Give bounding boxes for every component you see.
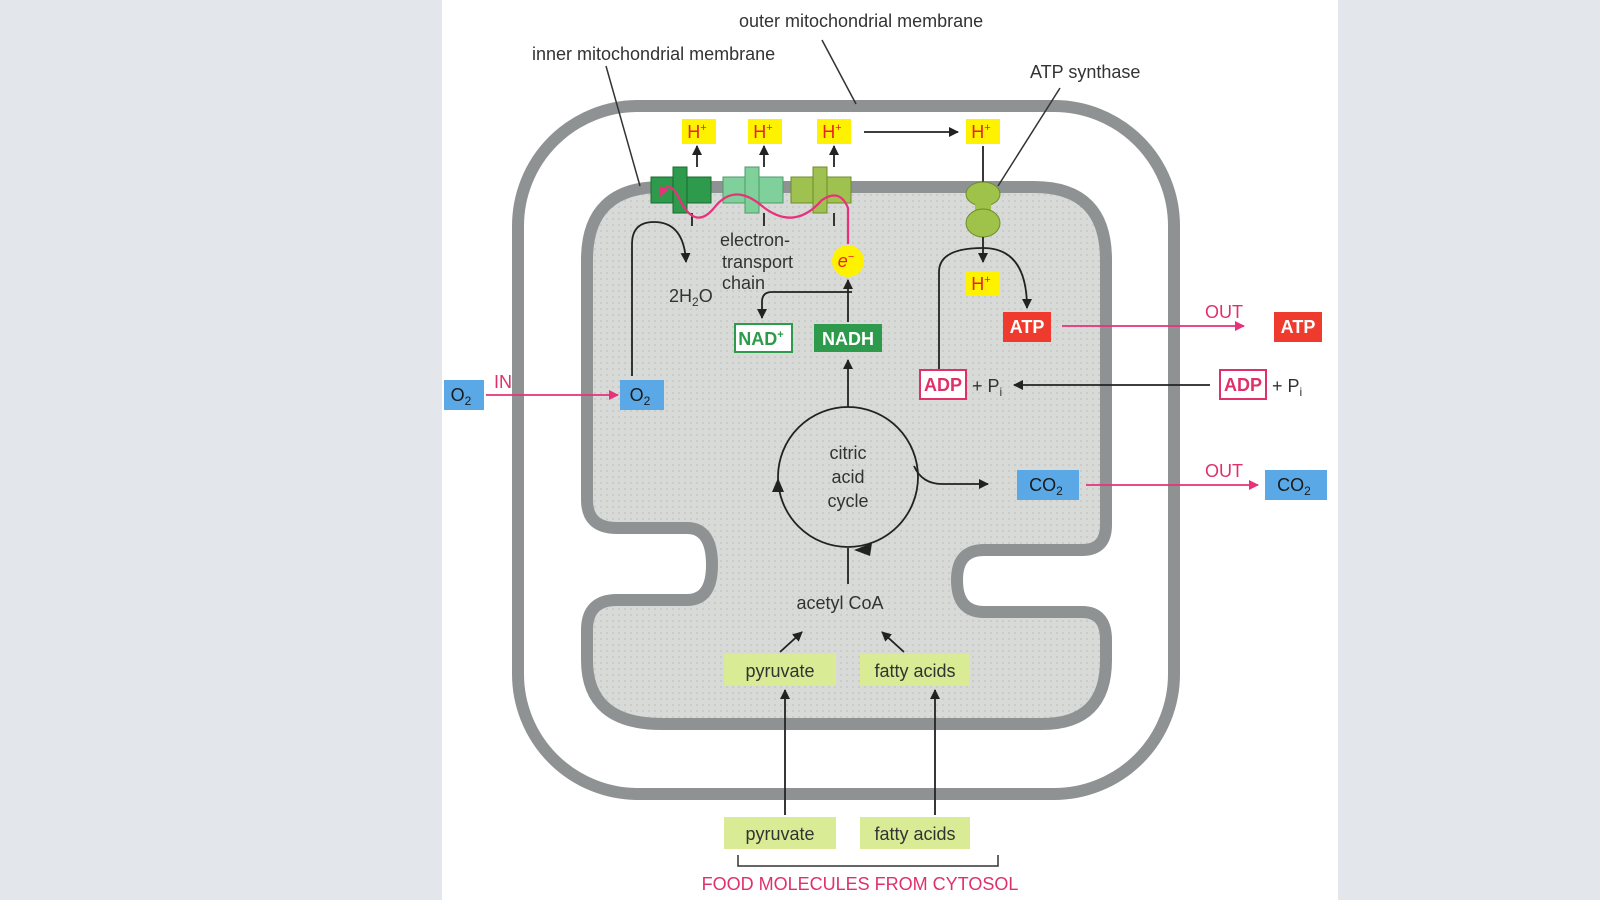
food-caption: FOOD MOLECULES FROM CYTOSOL (702, 874, 1019, 894)
fatty-to-acetyl-arrow (881, 631, 905, 653)
pi-cytosol-label: + Pi (1272, 376, 1302, 399)
pyruvate-matrix-box: pyruvate (724, 654, 836, 686)
cycle-to-co2-arrow (913, 465, 989, 489)
etc-label-1: electron- (720, 230, 790, 250)
cycle-arrowhead-bottom (854, 543, 872, 556)
svg-text:H+: H+ (753, 122, 772, 142)
svg-text:O2: O2 (451, 385, 472, 408)
inner-membrane-label: inner mitochondrial membrane (532, 44, 775, 64)
hplus-box-1: H+ (682, 119, 716, 144)
svg-text:ATP: ATP (1010, 317, 1045, 337)
cycle-label-2: acid (831, 467, 864, 487)
fatty-acids-cytosol-box: fatty acids (860, 817, 970, 849)
svg-text:ADP: ADP (924, 375, 962, 395)
o2-matrix-box: O2 (620, 380, 664, 410)
nad-box: NAD+ (734, 323, 793, 353)
svg-text:ADP: ADP (1224, 375, 1262, 395)
svg-text:O2: O2 (630, 385, 651, 408)
etc-label-2: transport (722, 252, 793, 272)
pyruvate-to-acetyl-arrow (779, 631, 803, 653)
acetyl-coa-label: acetyl CoA (796, 593, 883, 613)
hplus-box-5: H+ (966, 271, 1000, 296)
svg-text:pyruvate: pyruvate (745, 824, 814, 844)
svg-text:NADH: NADH (822, 329, 874, 349)
co2-matrix-box: CO2 (1017, 470, 1079, 500)
pi-matrix-label: + Pi (972, 376, 1002, 399)
nadh-to-nad-arrow (757, 291, 852, 319)
svg-text:NAD+: NAD+ (738, 329, 783, 349)
hplus-box-2: H+ (748, 119, 782, 144)
nadh-box: NADH (814, 324, 882, 352)
atp-cytosol-box: ATP (1274, 312, 1322, 342)
inner-membrane-leader (605, 65, 641, 187)
cycle-label-3: cycle (827, 491, 868, 511)
atp-synthase-leader (997, 87, 1061, 187)
atp-synthase (965, 181, 1001, 238)
out-label-co2: OUT (1205, 461, 1243, 481)
electron-badge: e− (832, 245, 864, 277)
svg-text:fatty acids: fatty acids (874, 824, 955, 844)
atp-matrix-box: ATP (1003, 312, 1051, 342)
food-bracket (737, 855, 999, 867)
svg-text:H+: H+ (971, 274, 990, 294)
hplus-box-4: H+ (966, 119, 1000, 144)
oxygen-to-water-arrow (631, 221, 691, 376)
svg-text:pyruvate: pyruvate (745, 661, 814, 681)
etc-label-3: chain (722, 273, 765, 293)
svg-text:CO2: CO2 (1029, 475, 1063, 498)
o2-outside-box: O2 (444, 380, 484, 410)
svg-text:e−: e− (838, 251, 855, 271)
adp-matrix-box: ADP (919, 369, 967, 400)
hplus-box-3: H+ (817, 119, 851, 144)
svg-text:H+: H+ (687, 122, 706, 142)
svg-text:H+: H+ (822, 122, 841, 142)
svg-text:ATP: ATP (1281, 317, 1316, 337)
out-label-atp: OUT (1205, 302, 1243, 322)
outer-membrane-leader (821, 39, 857, 105)
cycle-arrowhead-left (772, 478, 784, 492)
co2-cytosol-box: CO2 (1265, 470, 1327, 500)
pyruvate-cytosol-box: pyruvate (724, 817, 836, 849)
atp-synthase-label: ATP synthase (1030, 62, 1140, 82)
electron-path (658, 185, 850, 244)
in-label: IN (494, 372, 512, 392)
svg-text:CO2: CO2 (1277, 475, 1311, 498)
svg-text:H+: H+ (971, 122, 990, 142)
cycle-label-1: citric (830, 443, 867, 463)
atp-loop-arrow (938, 247, 1032, 370)
mitochondrion-diagram: outer mitochondrial membrane inner mitoc… (444, 11, 1327, 894)
water-label: 2H2O (669, 286, 713, 309)
inner-membrane (581, 181, 1112, 730)
fatty-acids-matrix-box: fatty acids (860, 654, 970, 686)
adp-cytosol-box: ADP (1219, 369, 1267, 400)
diagram-stage: outer mitochondrial membrane inner mitoc… (442, 0, 1338, 900)
svg-text:fatty acids: fatty acids (874, 661, 955, 681)
outer-membrane-label: outer mitochondrial membrane (739, 11, 983, 31)
